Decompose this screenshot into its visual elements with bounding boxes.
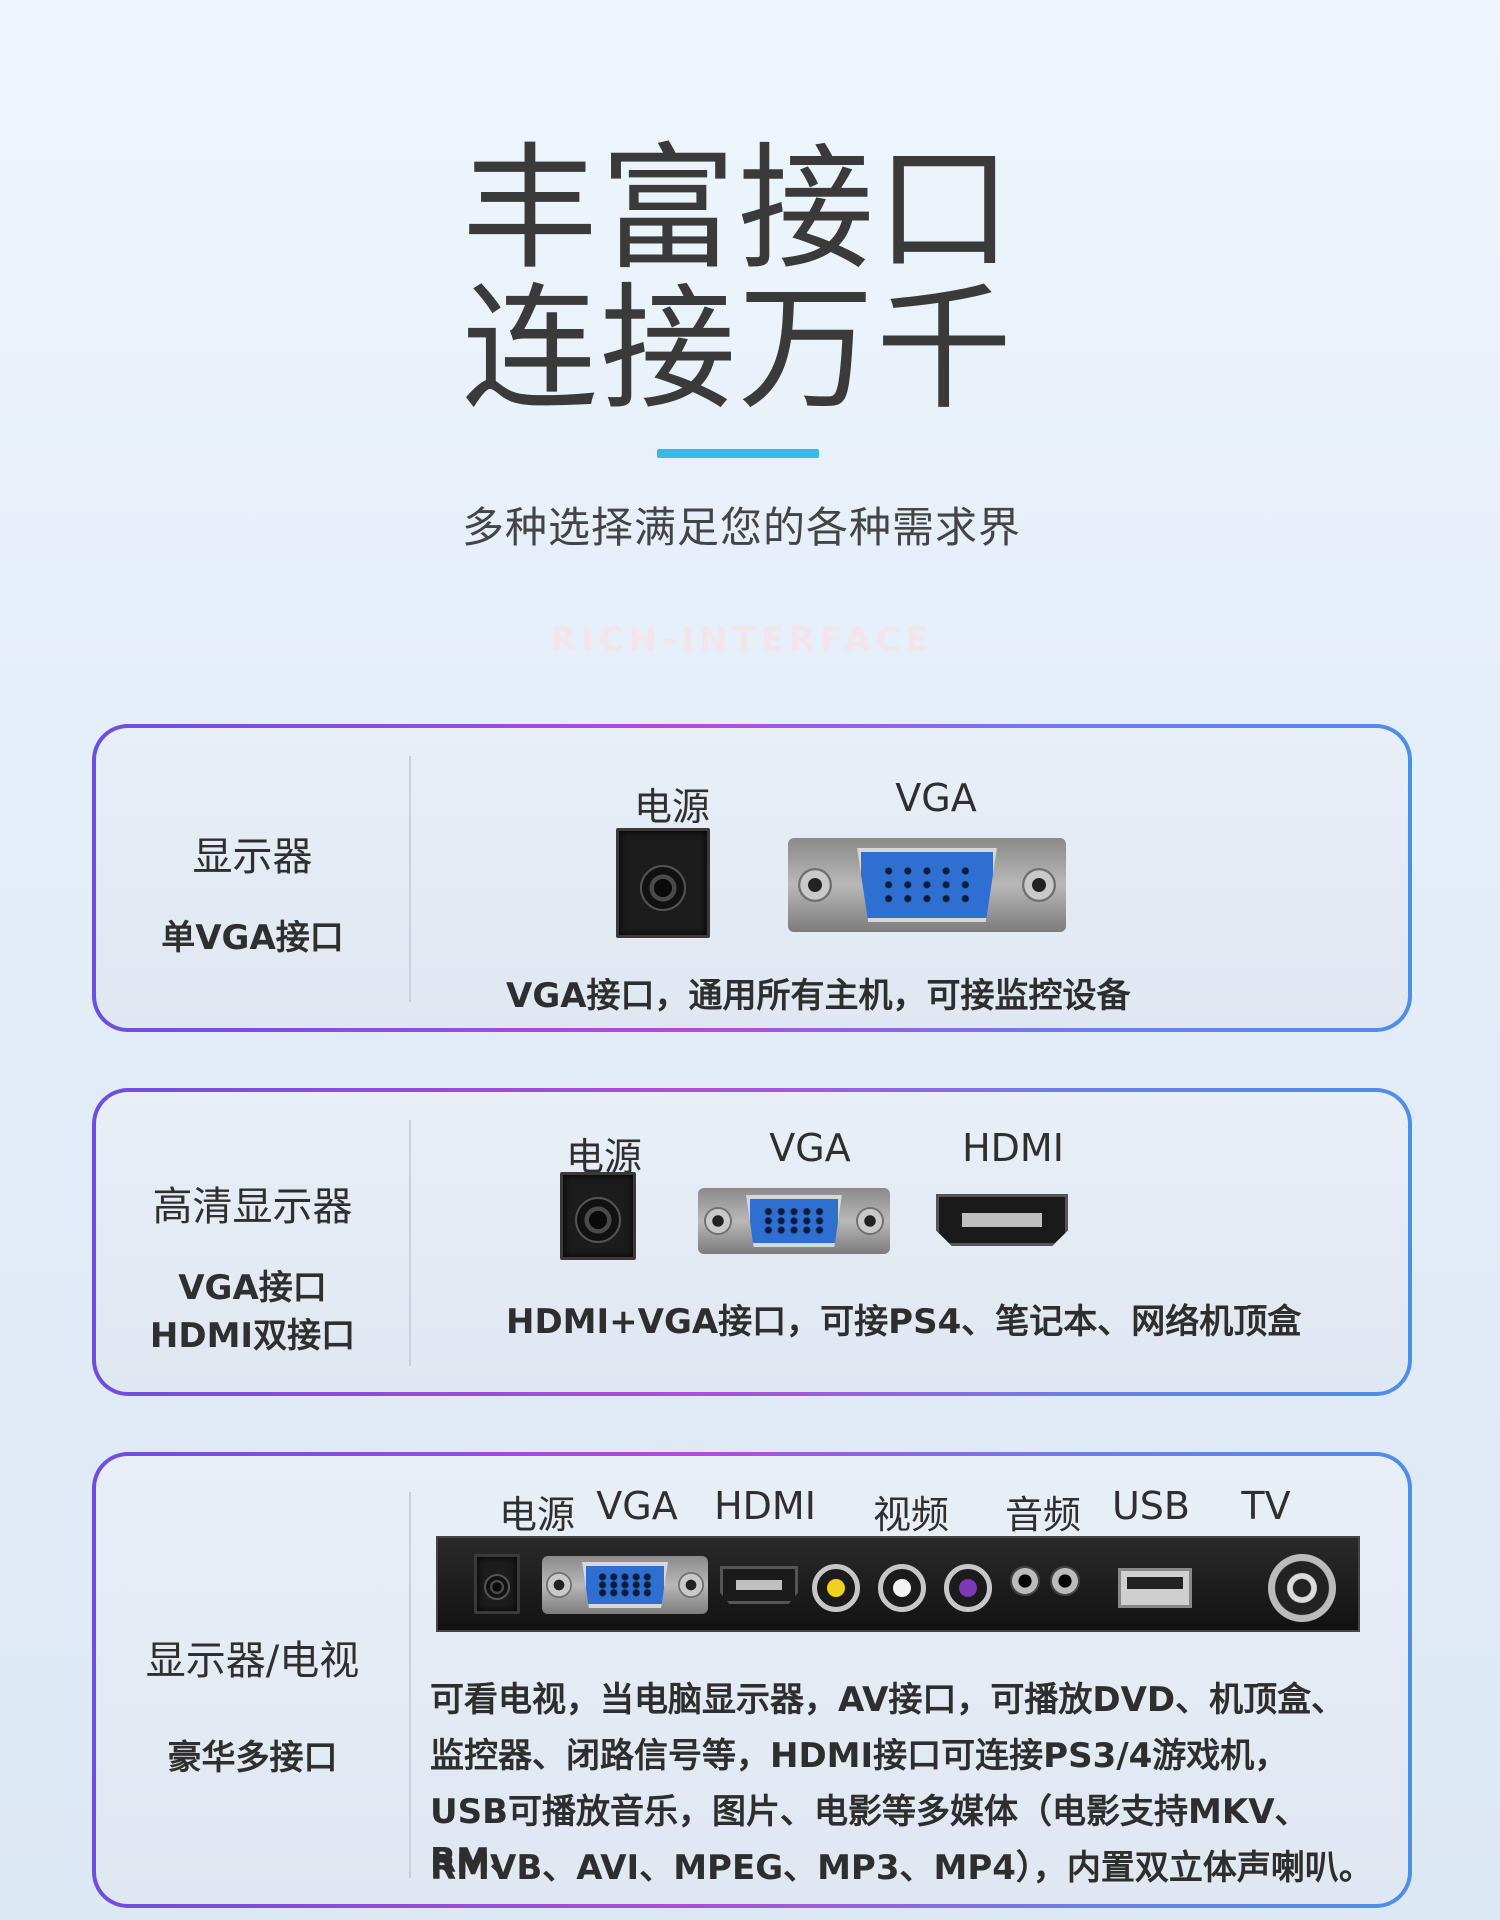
rca-video-icon <box>812 1564 860 1612</box>
port-label-power: 电源 <box>498 1493 575 1537</box>
rca-audio-icon <box>944 1564 992 1612</box>
port-label-video: 视频 <box>872 1493 949 1537</box>
port-label-vga: VGA <box>596 1484 678 1528</box>
monitor-tv-card: 显示器/电视 豪华多接口 电源 VGA HDMI 视频 音频 USB TV 可看… <box>92 1452 1412 1908</box>
port-label-usb: USB <box>1111 1484 1190 1528</box>
power-jack-icon <box>616 828 710 938</box>
card-description: VGA接口，通用所有主机，可接监控设备 <box>506 976 1131 1016</box>
card-title: 显示器 <box>192 834 313 880</box>
power-jack-icon <box>474 1554 520 1614</box>
port-label-tv: TV <box>1241 1484 1291 1528</box>
card-description-line: 可看电视，当电脑显示器，AV接口，可播放DVD、机顶盒、 <box>430 1680 1346 1720</box>
io-panel <box>436 1536 1360 1632</box>
hdmi-port-icon <box>936 1194 1068 1246</box>
hero-title-line2: 连接万千 <box>462 271 1014 429</box>
port-label-power: 电源 <box>565 1135 642 1179</box>
card-title: 高清显示器 <box>152 1184 353 1230</box>
rca-audio-icon <box>878 1564 926 1612</box>
card-divider <box>409 1120 411 1366</box>
port-label-vga: VGA <box>895 776 977 820</box>
hero-title-line1: 丰富接口 <box>462 131 1014 289</box>
hero-section: 丰富接口 连接万千 多种选择满足您的各种需求界 RICH-INTERFACE <box>0 0 1500 680</box>
vga-port-icon <box>788 838 1066 932</box>
port-label-vga: VGA <box>769 1126 851 1170</box>
card-divider <box>409 756 411 1002</box>
vga-port-icon <box>698 1188 890 1254</box>
card-description-line: USB可播放音乐，图片、电影等多媒体（电影支持MKV、RM、 <box>430 1792 1309 1881</box>
port-label-power: 电源 <box>633 785 710 829</box>
hero-subtitle: 多种选择满足您的各种需求界 <box>462 503 1022 552</box>
card-description-line: RMVB、AVI、MPEG、MP3、MP4），内置双立体声喇叭。 <box>430 1848 1373 1888</box>
monitor-vga-card: 显示器 单VGA接口 电源 VGA VGA接口，通用所有主机，可接监控设备 <box>92 724 1412 1032</box>
port-label-audio: 音频 <box>1004 1493 1081 1537</box>
power-jack-icon <box>560 1172 636 1260</box>
vga-port-icon <box>542 1556 708 1614</box>
card-subtitle: 豪华多接口 <box>167 1738 338 1778</box>
hd-monitor-card: 高清显示器 VGA接口 HDMI双接口 电源 VGA HDMI HDMI+VGA… <box>92 1088 1412 1396</box>
card-title: 显示器/电视 <box>145 1638 360 1684</box>
tv-antenna-port-icon <box>1268 1554 1336 1622</box>
card-subtitle: VGA接口 <box>178 1268 327 1308</box>
card-description-line: 监控器、闭路信号等，HDMI接口可连接PS3/4游戏机， <box>430 1736 1289 1776</box>
port-label-hdmi: HDMI <box>714 1484 816 1528</box>
title-accent-bar <box>657 449 819 458</box>
card-divider <box>409 1492 411 1878</box>
usb-port-icon <box>1118 1568 1192 1608</box>
card-description: HDMI+VGA接口，可接PS4、笔记本、网络机顶盒 <box>506 1302 1302 1342</box>
audio-jack-icon <box>1050 1566 1080 1596</box>
audio-jack-icon <box>1010 1566 1040 1596</box>
card-subtitle: 单VGA接口 <box>161 918 344 958</box>
port-label-hdmi: HDMI <box>962 1126 1064 1170</box>
watermark-text: RICH-INTERFACE <box>550 620 934 660</box>
card-subtitle-2: HDMI双接口 <box>149 1316 356 1356</box>
hdmi-port-icon <box>720 1566 798 1604</box>
